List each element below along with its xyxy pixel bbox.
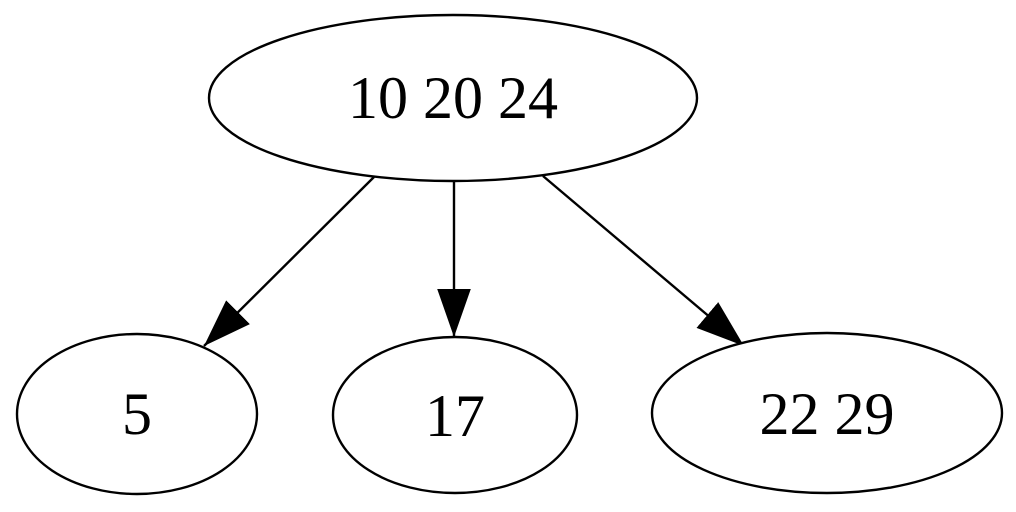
edge-group [203, 175, 745, 347]
edge-root-to-5 [203, 176, 375, 347]
node-root-label: 10 20 24 [348, 65, 558, 131]
node-child-1: 17 [331, 335, 579, 495]
node-root-ellipse [207, 13, 699, 183]
node-child-1-ellipse [331, 335, 579, 495]
node-child-2-label: 22 29 [760, 381, 895, 447]
node-child-0-ellipse [15, 332, 259, 496]
node-child-1-label: 17 [425, 383, 485, 449]
node-child-0-label: 5 [122, 381, 152, 447]
node-child-2: 22 29 [650, 331, 1004, 495]
node-child-0: 5 [15, 332, 259, 496]
edge-root-to-22-29 [542, 175, 745, 347]
node-root: 10 20 24 [207, 13, 699, 183]
node-child-2-ellipse [650, 331, 1004, 495]
